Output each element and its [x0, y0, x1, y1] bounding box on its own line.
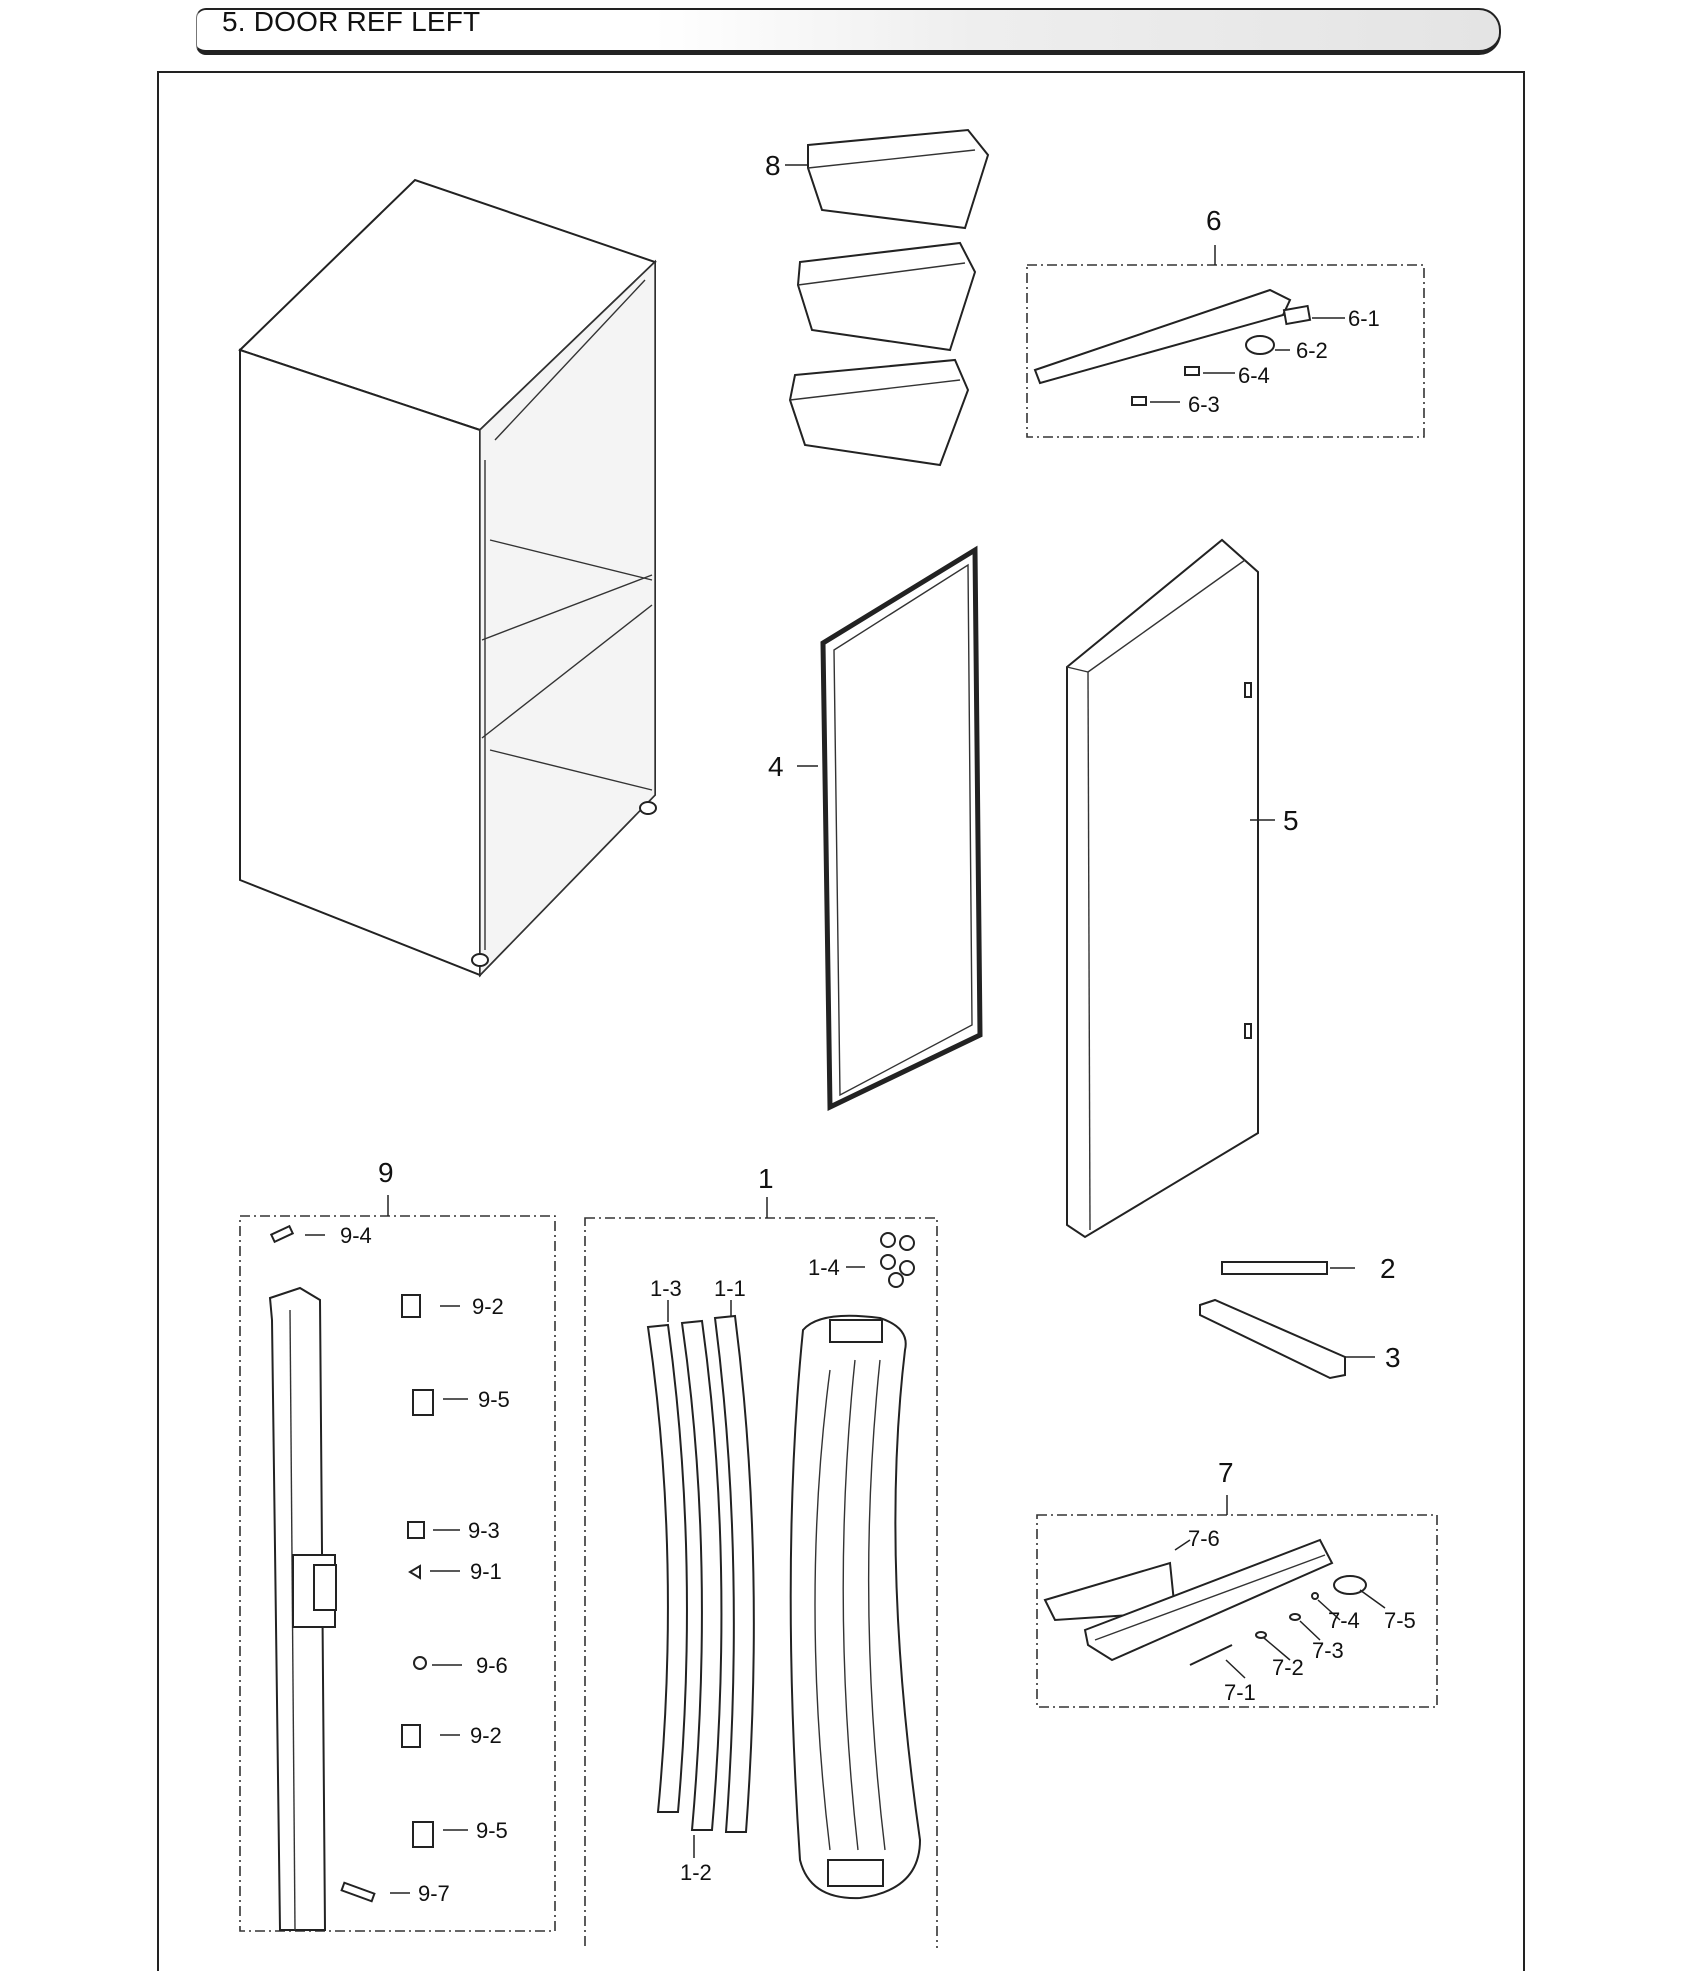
door-bin-bottom: [788, 358, 970, 467]
group-box-6: [1026, 264, 1425, 438]
callout-6: 6: [1206, 205, 1222, 236]
callout-7-6: 7-6: [1188, 1526, 1220, 1551]
part-6-3-shape: [1131, 396, 1147, 406]
part-7-1-shape: [1189, 1644, 1233, 1666]
section-title: 5. DOOR REF LEFT: [222, 6, 481, 37]
group-box-1: [584, 1217, 938, 1948]
callout-9-2-upper: 9-2: [472, 1294, 504, 1319]
hinge-strip: [268, 1286, 337, 1931]
callout-6-1: 6-1: [1348, 306, 1380, 331]
callout-8: 8: [765, 150, 781, 181]
callout-4: 4: [768, 751, 784, 782]
screw-set: [880, 1232, 915, 1288]
part-6-2-shape: [1245, 335, 1275, 355]
callout-6-3: 6-3: [1188, 392, 1220, 417]
callout-9-3: 9-3: [468, 1518, 500, 1543]
part-7-2-shape: [1255, 1631, 1267, 1639]
group-box-9: [239, 1215, 556, 1932]
callout-5: 5: [1283, 805, 1299, 836]
part-6-1-shape: [1282, 304, 1312, 326]
callout-9-6: 9-6: [476, 1653, 508, 1678]
callout-9-5-lower: 9-5: [476, 1818, 508, 1843]
callout-1-1: 1-1: [714, 1276, 746, 1301]
callout-1-3: 1-3: [650, 1276, 682, 1301]
part-7-5-shape: [1333, 1575, 1367, 1595]
part-7-3-shape: [1289, 1613, 1301, 1621]
part-6-4-shape: [1184, 366, 1200, 376]
curved-frame-rails: [646, 1314, 755, 1833]
lower-cap-assembly: [1043, 1538, 1334, 1662]
callout-7: 7: [1218, 1457, 1234, 1488]
section-header-bar: [196, 8, 1501, 55]
callout-9-7: 9-7: [418, 1881, 450, 1906]
door-strip-part-2: [1221, 1261, 1328, 1275]
callout-7-3: 7-3: [1312, 1638, 1344, 1663]
callout-7-1: 7-1: [1224, 1680, 1256, 1705]
callout-9-1: 9-1: [470, 1559, 502, 1584]
callout-9-5-upper: 9-5: [478, 1387, 510, 1412]
door-gasket: [820, 545, 983, 1111]
callout-6-2: 6-2: [1296, 338, 1328, 363]
callout-3: 3: [1385, 1342, 1401, 1373]
refrigerator-door: [1066, 538, 1259, 1239]
callout-1-2: 1-2: [680, 1860, 712, 1885]
callout-9-2-lower: 9-2: [470, 1723, 502, 1748]
callout-7-4: 7-4: [1328, 1608, 1360, 1633]
group-box-7: [1036, 1514, 1438, 1708]
callout-9-4: 9-4: [340, 1223, 372, 1248]
callout-6-4: 6-4: [1238, 363, 1270, 388]
callout-2: 2: [1380, 1253, 1396, 1284]
callout-9: 9: [378, 1157, 394, 1188]
door-bin-top: [807, 128, 990, 230]
part-7-4-shape: [1311, 1592, 1319, 1600]
upper-cap-part: [1033, 288, 1292, 385]
refrigerator-cabinet: [238, 178, 657, 978]
callout-7-2: 7-2: [1272, 1655, 1304, 1680]
diagram-frame: [157, 71, 1525, 1971]
door-bar-part-3: [1199, 1298, 1346, 1380]
packaging-tray: [789, 1314, 922, 1900]
door-bin-middle: [796, 241, 977, 352]
callout-1-4: 1-4: [808, 1255, 840, 1280]
callout-7-5: 7-5: [1384, 1608, 1416, 1633]
callout-1: 1: [758, 1163, 774, 1194]
